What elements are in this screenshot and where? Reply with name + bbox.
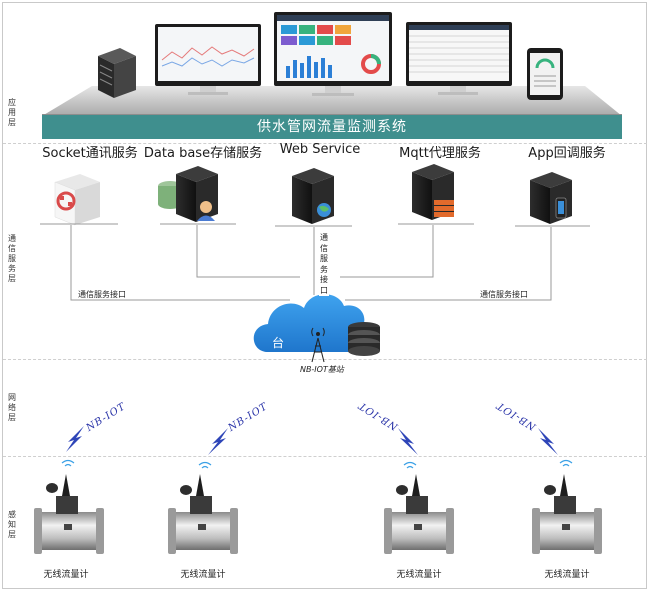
cloud-platform-label: 台 xyxy=(272,336,285,350)
layer-char: 应 xyxy=(8,98,16,107)
service-label-app: App回调服务 xyxy=(528,146,606,161)
interface-label-left: 通信服务接口 xyxy=(78,290,126,299)
interface-char: 口 xyxy=(320,285,328,295)
layer-label-perception: 感 知 层 xyxy=(6,510,18,540)
layer-label-application: 应 用 层 xyxy=(6,98,18,128)
layer-label-network: 网 络 层 xyxy=(6,393,18,423)
database-service-icon xyxy=(158,166,236,225)
divider-network-perception xyxy=(3,456,647,457)
divider-comm-network xyxy=(3,359,647,360)
lightning-icon xyxy=(208,428,228,455)
divider-app-comm xyxy=(3,143,647,144)
layer-char: 通 xyxy=(8,234,16,243)
layer-char: 信 xyxy=(8,244,16,253)
device-label: 无线流量计 xyxy=(180,570,226,580)
service-label-web: Web Service xyxy=(279,142,361,157)
monitor-icon xyxy=(274,12,392,96)
interface-label-center: 通 信 服 务 接 口 xyxy=(319,233,329,296)
wifi-icon xyxy=(61,459,75,467)
lightning-icon xyxy=(66,426,84,452)
tablet-icon xyxy=(527,48,563,100)
service-label-socket: Socket通讯服务 xyxy=(42,146,138,161)
layer-char: 层 xyxy=(8,118,16,127)
layer-char: 用 xyxy=(8,108,16,117)
monitor-icon xyxy=(406,22,512,95)
interface-char: 信 xyxy=(320,243,328,253)
mqtt-service-icon xyxy=(398,164,474,225)
rack-server-icon xyxy=(98,48,136,98)
wifi-icon xyxy=(403,461,417,469)
interface-char: 服 xyxy=(320,254,328,263)
flow-meter-icon xyxy=(34,474,104,554)
layer-label-communication: 通 信 服 务 层 xyxy=(6,234,18,284)
layer-char: 网 xyxy=(8,393,16,402)
device-label: 无线流量计 xyxy=(396,570,442,580)
layer-char: 服 xyxy=(8,254,16,263)
base-station-label: NB-IOT基站 xyxy=(300,365,344,374)
device-label: 无线流量计 xyxy=(544,570,590,580)
base-station-tower-icon xyxy=(311,327,325,363)
wifi-icon xyxy=(559,459,573,467)
flow-meter-icon xyxy=(532,474,602,554)
flow-meter-icon xyxy=(168,474,238,554)
layer-char: 层 xyxy=(8,530,16,539)
system-title-bar: 供水管网流量监测系统 xyxy=(42,115,622,139)
flow-meter-icon xyxy=(384,474,454,554)
layer-char: 务 xyxy=(8,264,16,273)
service-label-mqtt: Mqtt代理服务 xyxy=(399,146,481,161)
app-service-icon xyxy=(515,172,590,227)
connector-lines xyxy=(70,225,552,301)
interface-char: 通 xyxy=(320,233,328,242)
system-title: 供水管网流量监测系统 xyxy=(257,119,407,135)
interface-char: 接 xyxy=(320,275,328,284)
interface-label-right: 通信服务接口 xyxy=(480,290,528,299)
monitor-icon xyxy=(155,24,261,95)
web-service-icon xyxy=(275,168,352,227)
device-label: 无线流量计 xyxy=(43,570,89,580)
socket-service-icon xyxy=(40,174,118,226)
lightning-icon xyxy=(538,428,558,455)
layer-char: 知 xyxy=(8,520,16,529)
service-label-database: Data base存储服务 xyxy=(143,146,263,161)
lightning-icon xyxy=(398,428,418,455)
layer-char: 络 xyxy=(8,403,16,412)
layer-char: 层 xyxy=(8,413,16,422)
wifi-icon xyxy=(198,461,212,469)
interface-char: 务 xyxy=(320,264,328,274)
layer-char: 感 xyxy=(8,510,16,519)
cloud-platform-icon xyxy=(253,294,380,356)
layer-char: 层 xyxy=(8,274,16,283)
